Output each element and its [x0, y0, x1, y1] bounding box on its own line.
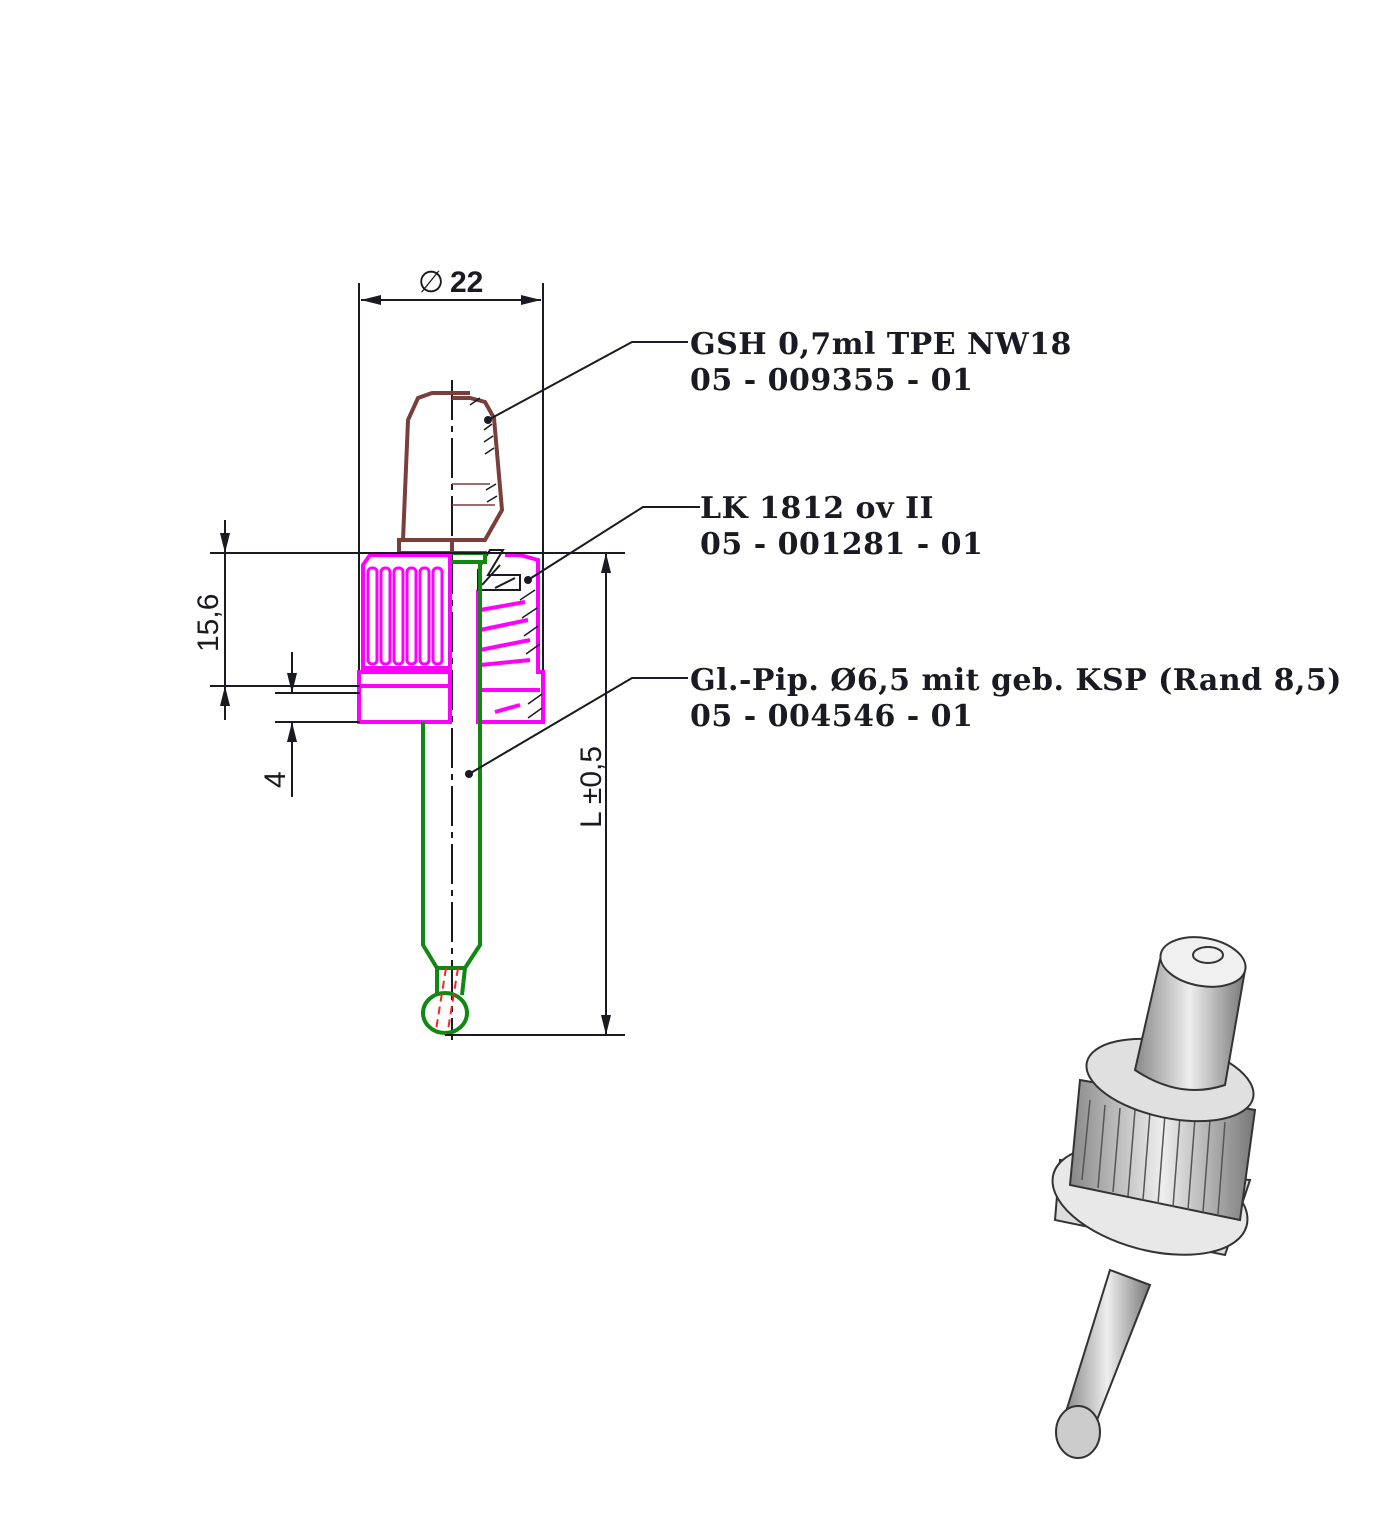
glass-pipette: [421, 551, 487, 1035]
liner: [477, 549, 521, 591]
rubber-bulb: [397, 391, 505, 555]
cap-height-dimension: [210, 520, 625, 720]
band-height-value: 4: [259, 771, 292, 788]
part-3-number: 05 - 004546 - 01: [690, 699, 974, 734]
cap-height-value: 15,6: [192, 594, 225, 652]
diameter-value: 22: [450, 266, 483, 299]
diameter-symbol: ∅: [418, 266, 444, 299]
length-value: L ±0,5: [575, 746, 608, 828]
part-1-name: GSH 0,7ml TPE NW18: [690, 327, 1072, 362]
leader-lines: [468, 341, 700, 775]
3d-render: [1051, 936, 1257, 1459]
length-dimension: [445, 553, 625, 1036]
part-1-number: 05 - 009355 - 01: [690, 363, 974, 398]
part-3-label: Gl.-Pip. Ø6,5 mit geb. KSP (Rand 8,5) 05…: [690, 663, 1342, 735]
part-3-name: Gl.-Pip. Ø6,5 mit geb. KSP (Rand 8,5): [690, 663, 1342, 698]
part-1-label: GSH 0,7ml TPE NW18 05 - 009355 - 01: [690, 327, 1072, 399]
diameter-dimension: [358, 283, 544, 722]
part-2-number: 05 - 001281 - 01: [700, 527, 984, 562]
part-2-label: LK 1812 ov II 05 - 001281 - 01: [700, 491, 983, 563]
part-2-name: LK 1812 ov II: [700, 491, 935, 526]
screw-cap: [357, 553, 545, 724]
band-height-dimension: [275, 652, 360, 797]
